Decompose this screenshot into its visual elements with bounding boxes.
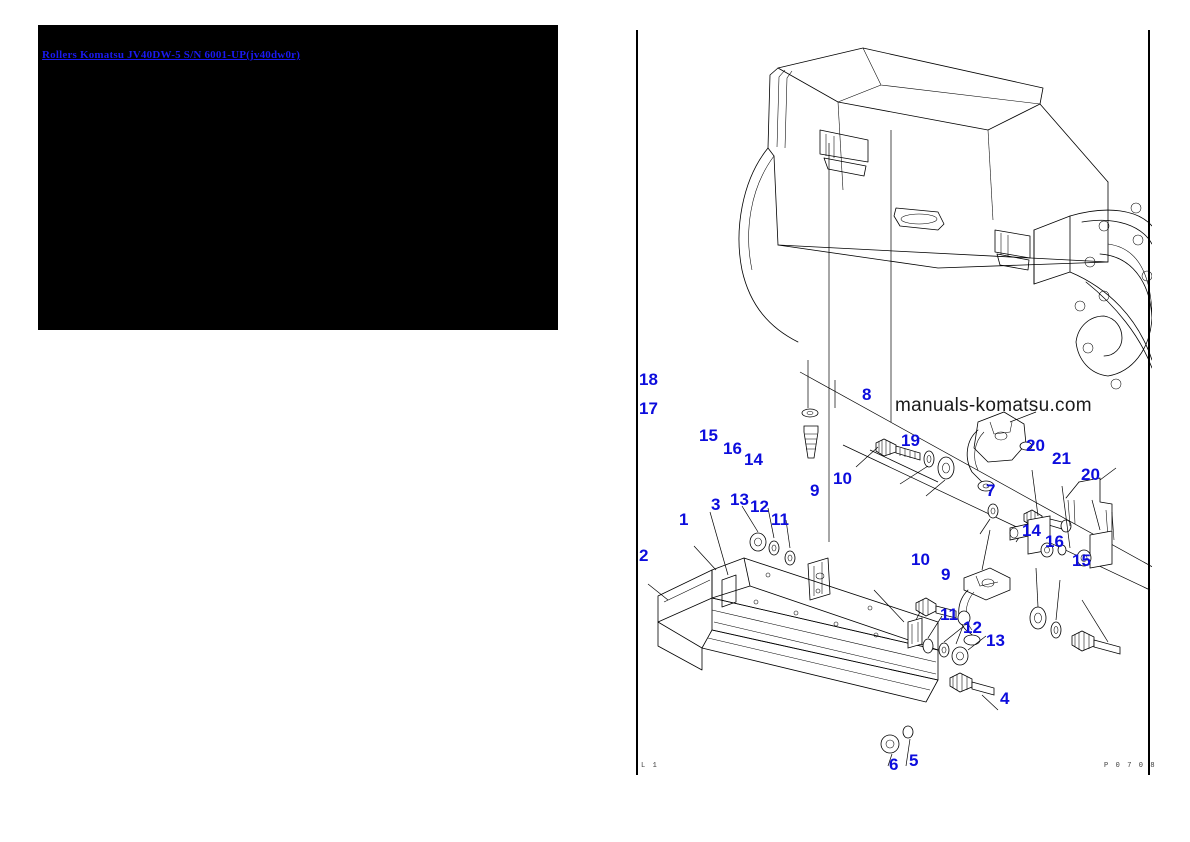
part-15-16-14-left-fasteners [855,438,955,497]
callout-17: 17 [639,399,658,418]
callout-6: 6 [889,755,899,774]
callout-14: 14 [744,450,763,469]
part-1-2-3-scraper-plate [647,545,939,703]
part-11-12-13-right-fasteners [873,589,987,666]
callout-12-right: 12 [963,618,982,637]
callout-5: 5 [909,751,919,770]
callout-18: 18 [639,370,658,389]
callout-3: 3 [711,495,721,514]
document-title-link[interactable]: Rollers Komatsu JV40DW-5 S/N 6001-UP(jv4… [42,49,301,61]
callout-13-right: 13 [986,631,1005,650]
callout-12: 12 [750,497,769,516]
callout-20-upper: 20 [1026,436,1045,455]
callout-13: 13 [730,490,749,509]
callout-11: 11 [771,510,789,529]
callout-19: 19 [901,431,920,450]
callout-9-right: 9 [941,565,951,584]
callout-2: 2 [639,546,649,565]
left-black-panel: Rollers Komatsu JV40DW-5 S/N 6001-UP(jv4… [38,25,558,330]
part-11-12-13-left-fasteners [709,505,796,576]
callout-15-right: 15 [1072,551,1091,570]
page-code-right: P 0 7 0 8 [1104,762,1157,770]
parts-diagram-illustration [647,47,1152,767]
diagram-frame [636,30,1152,775]
part-17-18-bolt-washer [801,360,819,459]
part-8-bracket [966,411,1037,492]
callout-16: 16 [723,439,742,458]
page-code-left: L 1 [641,762,659,770]
part-7-bracket [958,529,1011,646]
part-4-bolt [949,672,999,711]
callout-14-right: 14 [1022,521,1041,540]
part-20-21-right-brackets [1009,469,1113,569]
part-14-16-15-right-fasteners [1029,567,1121,655]
part-5-6-bolt [880,725,914,767]
callout-21: 21 [1052,449,1071,468]
watermark-text: manuals-komatsu.com [895,395,1092,416]
callout-9-left: 9 [810,481,820,500]
callout-4: 4 [1000,689,1010,708]
callout-1: 1 [679,510,689,529]
callout-8: 8 [862,385,872,404]
callout-11-right: 11 [940,605,958,624]
part-10-9-right-fasteners [909,597,971,645]
machine-body-group [738,47,1152,390]
callout-15: 15 [699,426,718,445]
callout-16-right: 16 [1045,532,1064,551]
callout-10-right: 10 [911,550,930,569]
part-19-rubber-strip [1065,467,1117,541]
callout-7: 7 [986,481,996,500]
callout-20-lower: 20 [1081,465,1100,484]
callout-10-left: 10 [833,469,852,488]
